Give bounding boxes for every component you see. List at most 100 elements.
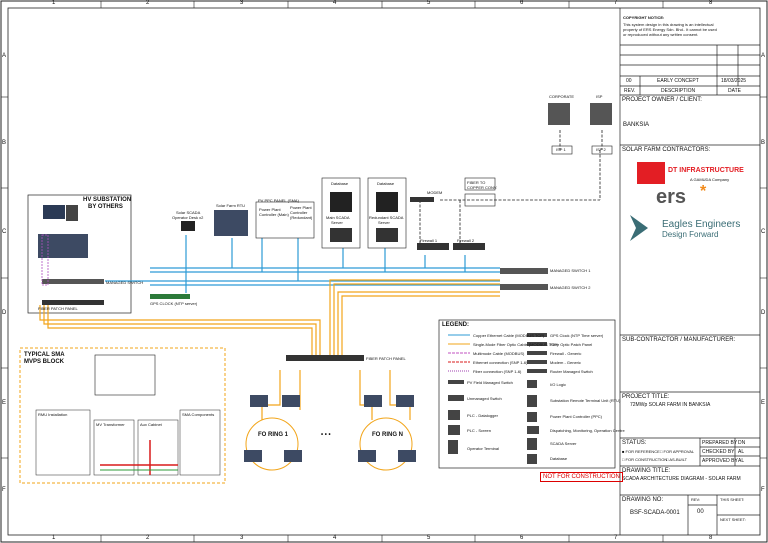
- ppc-main-label-2: Controller (Main): [259, 212, 289, 217]
- server-icon: [66, 205, 78, 221]
- dt-logo-text: DT INFRASTRUCTURE: [668, 167, 744, 174]
- eagles-logo-mark: [630, 215, 648, 241]
- rev-label: REV:: [691, 497, 701, 502]
- eagles-logo-sub: Design Forward: [662, 230, 719, 239]
- mvps-block-frame: [19, 347, 226, 484]
- managed-switch-1-icon: [500, 268, 548, 274]
- isp-1-label: ISP 1: [556, 147, 566, 152]
- contractors-label: SOLAR FARM CONTRACTORS:: [622, 147, 711, 153]
- owner-label: PROJECT OWNER / CLIENT:: [622, 97, 702, 103]
- legend-item: Operator Terminal: [467, 446, 499, 451]
- eagles-logo-title: Eagles Engineers: [662, 219, 741, 230]
- legend-item: Substation Remote Terminal Unit (RTU): [550, 398, 621, 403]
- legend-item: Modem - Generic: [550, 360, 581, 365]
- legend-item: Fiber connection (SNP 1-6): [473, 369, 522, 374]
- fiber-conv-label-1: FIBER TO: [467, 180, 486, 185]
- legend-item: PV Field Managed Switch: [467, 380, 513, 385]
- center-fiber-patch-label: FIBER PATCH PANEL: [366, 356, 406, 361]
- firewall-2-label: Firewall 2: [457, 238, 475, 243]
- main-scada-server-icon: [330, 192, 352, 212]
- rtu-device-icon: [43, 205, 65, 219]
- status-for-construction: □ FOR CONSTRUCTION: [622, 457, 668, 462]
- corporate-icon: [548, 103, 570, 125]
- grid-col-5-bottom: 5: [427, 535, 431, 541]
- this-sheet-label: THIS SHEET:: [720, 497, 745, 502]
- firewall-2-icon: [453, 243, 485, 250]
- date-header: DATE: [728, 88, 741, 94]
- gps-clock-icon: [150, 294, 190, 299]
- approved-by-value: AL: [738, 458, 745, 464]
- copyright-line-2: property of ERS Energy Sdn. Bhd.. It can…: [623, 27, 717, 32]
- hv-fiber-patch-label: FIBER PATCH PANEL: [38, 306, 78, 311]
- drawing-no-value: BSF-SCADA-0001: [630, 510, 680, 516]
- isp-icon: [590, 103, 612, 125]
- isp-label: ISP: [596, 94, 603, 99]
- corporate-label: CORPORATE: [549, 94, 575, 99]
- solar-farm-rtu-label: Solar Farm RTU: [216, 203, 246, 208]
- legend-item: Firewall - Generic: [550, 351, 582, 356]
- ring-continuation-dots: • • •: [321, 432, 331, 438]
- not-for-construction-stamp: NOT FOR CONSTRUCTION: [540, 472, 623, 482]
- firewall-1-label: Firewall 1: [420, 238, 438, 243]
- grid-row-c: C: [2, 229, 7, 235]
- fo-ring-1: [245, 417, 299, 471]
- scada-operator-label-2: Operator Desk x2: [172, 215, 204, 220]
- legend-item: Database: [550, 456, 568, 461]
- grid-row-f-right: F: [761, 487, 765, 493]
- approved-by-label: APPROVED BY: [702, 458, 738, 464]
- grid-row-c-right: C: [761, 229, 766, 235]
- checked-by-value: AL: [738, 449, 745, 455]
- grid-col-4: 4: [333, 0, 337, 6]
- legend-item: Multimode Cable (MODBUS): [473, 351, 525, 356]
- legend-item: Ethernet connection (SNP 1-6): [473, 360, 528, 365]
- mvps-title-2: MVPS BLOCK: [24, 359, 65, 365]
- status-as-built: □ AS-BUILT: [666, 457, 688, 462]
- grid-row-a: A: [2, 53, 7, 59]
- ers-logo-star: *: [700, 183, 707, 200]
- grid-col-3: 3: [240, 0, 244, 6]
- fiber-conv-label-2: COPPER CONV.: [467, 185, 498, 190]
- database-1-label: Database: [331, 181, 349, 186]
- legend-item: Power Plant Controller (PPC): [550, 414, 603, 419]
- revision-number: 00: [626, 78, 632, 84]
- status-for-approval: □ FOR APPROVAL: [660, 449, 695, 454]
- mvps-rmu-label: RMU Installation: [38, 412, 68, 417]
- copper-ethernet-lines: [105, 235, 500, 293]
- copyright-line-1: This system design in this drawing is an…: [623, 22, 714, 27]
- dt-logo-mark: [637, 162, 665, 184]
- legend-item: Copper Ethernet Cable (MODBUS TCP): [473, 333, 545, 338]
- grid-col-5: 5: [427, 0, 431, 6]
- hv-substation-box: [27, 194, 132, 314]
- main-scada-label-1: Main SCADA: [326, 215, 350, 220]
- rtu-icon: [214, 210, 248, 236]
- legend-item: PLC - Datalogger: [467, 413, 498, 418]
- prepared-by-label: PREPARED BY: [702, 440, 738, 446]
- grid-row-a-right: A: [761, 53, 766, 59]
- grid-col-8-bottom: 8: [709, 535, 713, 541]
- grid-col-7-bottom: 7: [614, 535, 618, 541]
- grid-col-7: 7: [614, 0, 618, 6]
- relay-panel-icon: [38, 234, 88, 258]
- fo-ring-n: [359, 417, 413, 471]
- ppc-redundant-label-3: (Redundant): [290, 215, 313, 220]
- managed-switch-1-label: MANAGED SWITCH 1: [550, 268, 591, 273]
- grid-row-b-right: B: [761, 140, 766, 146]
- ppc-redundant-label-2: Controller: [290, 210, 308, 215]
- grid-col-2: 2: [146, 0, 150, 6]
- fo-ring-n-label: FO RING N: [372, 432, 403, 438]
- status-for-reference: ■ FOR REFERENCE: [622, 449, 660, 454]
- grid-col-1: 1: [52, 0, 56, 6]
- grid-col-4-bottom: 4: [333, 535, 337, 541]
- ppc-redundant-label-1: Power Plant: [290, 205, 312, 210]
- legend-frame: [438, 319, 616, 469]
- modem-icon: [410, 197, 434, 202]
- legend-item: Dispatching, Monitoring, Operation Centr…: [550, 428, 625, 433]
- managed-switch-icon: [42, 279, 104, 284]
- fo-ring-1-label: FO RING 1: [258, 432, 289, 438]
- hv-substation-label-1: HV SUBSTATION: [83, 197, 132, 203]
- grid-row-e: E: [2, 400, 7, 406]
- grid-row-e-right: E: [761, 400, 766, 406]
- project-title-value: 72MWp SOLAR FARM IN BANKSIA: [630, 402, 711, 408]
- grid-col-8: 8: [709, 0, 713, 6]
